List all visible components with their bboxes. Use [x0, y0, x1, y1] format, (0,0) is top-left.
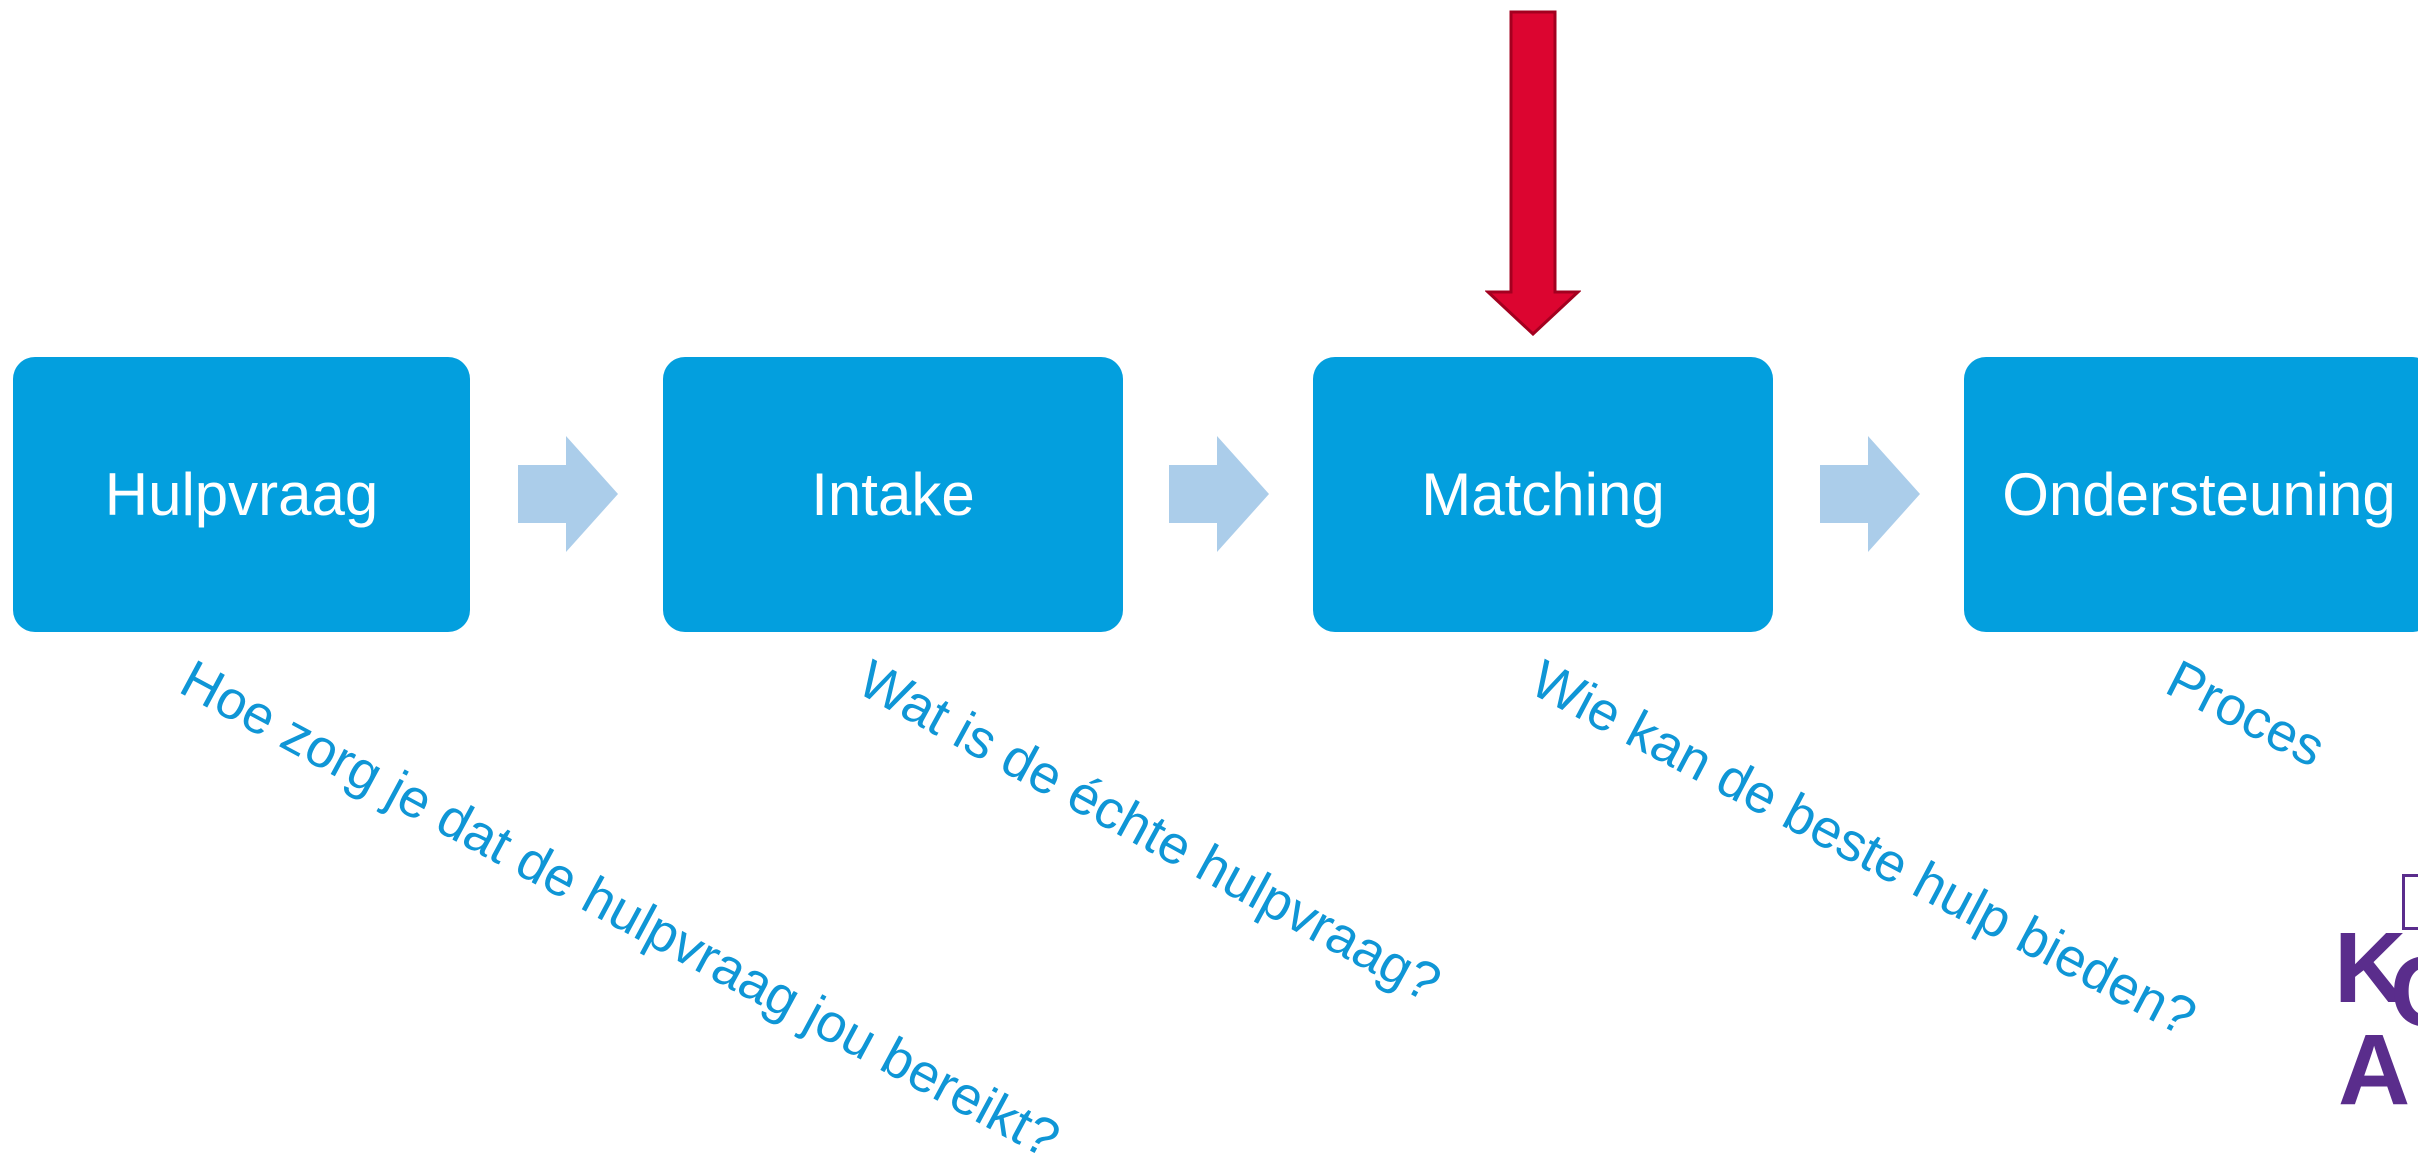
highlight-arrow-icon — [1485, 10, 1581, 336]
logo-letter-a: A — [2338, 1014, 2411, 1108]
logo: K C A — [2330, 870, 2418, 1108]
flow-arrow-icon — [518, 436, 618, 552]
question-ondersteuning: Proces — [2157, 648, 2335, 779]
step-hulpvraag-label: Hulpvraag — [104, 461, 379, 528]
question-intake: Wat is de échte hulpvraag? — [848, 648, 1451, 1014]
logo-box-shape — [2402, 874, 2418, 930]
step-ondersteuning-label: Ondersteuning — [2002, 461, 2396, 528]
flow-arrow-icon — [1820, 436, 1920, 552]
step-ondersteuning-box: Ondersteuning — [1964, 357, 2418, 632]
step-matching-label: Matching — [1421, 461, 1665, 528]
question-matching: Wie kan de beste hulp bieden? — [1521, 648, 2206, 1048]
step-hulpvraag-box: Hulpvraag — [13, 357, 470, 632]
step-intake-label: Intake — [811, 461, 975, 528]
step-matching-box: Matching — [1313, 357, 1773, 632]
logo-letter-c: C — [2390, 942, 2418, 1042]
step-intake-box: Intake — [663, 357, 1123, 632]
flow-arrow-icon — [1169, 436, 1269, 552]
logo-letter-k: K — [2334, 912, 2407, 1024]
